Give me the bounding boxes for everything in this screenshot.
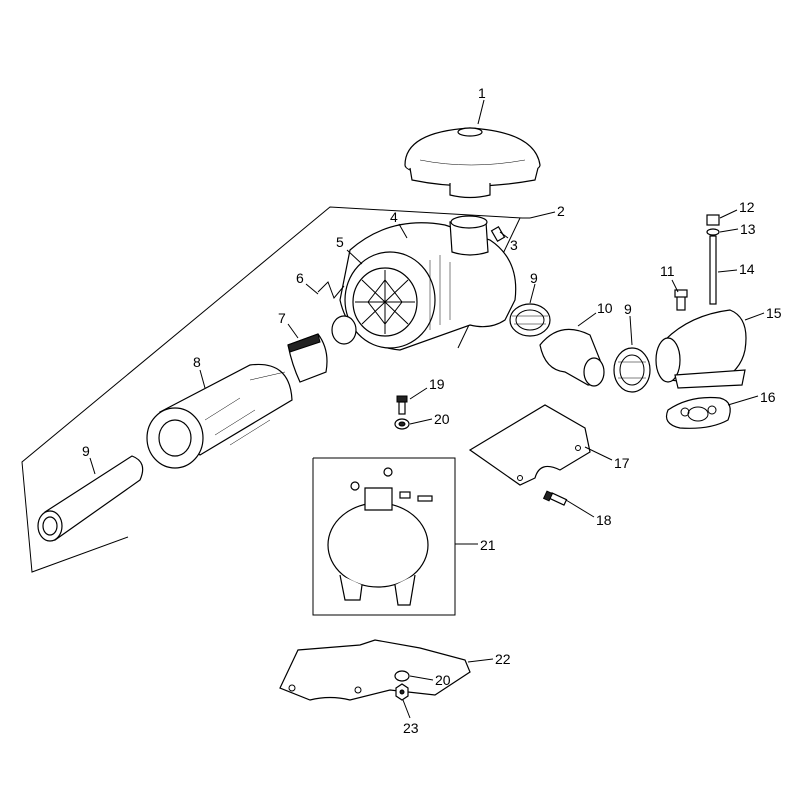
part-7-valve [287, 333, 328, 383]
callout-8: 8 [193, 354, 201, 370]
part-10-elbow [539, 328, 605, 387]
callout-21: 21 [480, 537, 496, 553]
part-4-housing [331, 215, 517, 351]
part-12-14-stud [706, 214, 720, 305]
part-15-adapter [655, 309, 747, 389]
callout-23: 23 [403, 720, 419, 736]
callout-11: 11 [660, 263, 675, 279]
callout-15: 15 [766, 305, 782, 321]
part-20-washer-upper [394, 418, 410, 430]
part-18-bolt [542, 490, 568, 506]
callout-1: 1 [478, 85, 486, 101]
callout-6: 6 [296, 270, 304, 286]
part-3-fitting [490, 225, 506, 243]
part-23-nut [395, 683, 409, 701]
callout-7: 7 [278, 310, 286, 326]
part-9-clamp-lower [613, 347, 651, 393]
part-1-cover [404, 127, 541, 199]
callout-9c: 9 [624, 301, 632, 317]
part-9-tube-left [37, 455, 144, 542]
callout-4: 4 [390, 209, 398, 225]
callout-17: 17 [614, 455, 630, 471]
part-11-bolt [674, 289, 688, 311]
callout-3: 3 [510, 237, 518, 253]
callout-16: 16 [760, 389, 776, 405]
callout-22: 22 [495, 651, 511, 667]
part-21-band [327, 467, 433, 606]
callout-20a: 20 [434, 411, 450, 427]
part-20-washer-lower [394, 670, 410, 682]
part-9-clamp-upper [509, 303, 551, 337]
callout-9b: 9 [530, 270, 538, 286]
callout-12: 12 [739, 199, 755, 215]
part-22-bracket [279, 639, 471, 701]
callout-2: 2 [557, 203, 565, 219]
callout-20b: 20 [435, 672, 451, 688]
callout-19: 19 [429, 376, 445, 392]
callout-9a: 9 [82, 443, 90, 459]
callout-5: 5 [336, 234, 344, 250]
leader-lines [89, 99, 765, 719]
callout-13: 13 [740, 221, 756, 237]
callout-labels: 1 2 3 4 5 6 7 8 9 9 10 9 11 12 13 14 15 … [82, 85, 782, 736]
part-17-bracket [468, 404, 591, 486]
part-16-gasket [665, 396, 731, 429]
callout-14: 14 [739, 261, 755, 277]
assembly-outline [21, 206, 530, 573]
part-6-clip [317, 281, 345, 299]
callout-18: 18 [596, 512, 612, 528]
callout-10: 10 [597, 300, 613, 316]
part-8-filter [146, 363, 293, 469]
part-21-box [312, 457, 456, 616]
part-19-bolt [396, 395, 408, 415]
